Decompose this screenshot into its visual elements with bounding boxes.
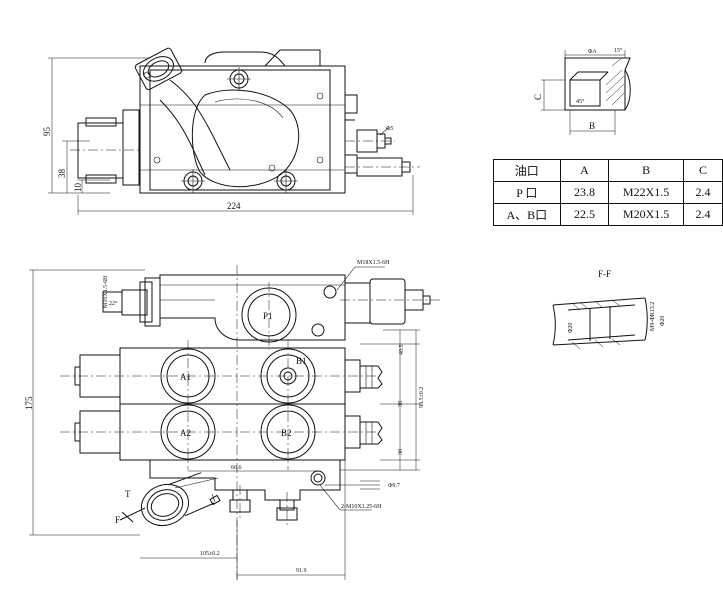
- table-header-row: 油口 A B C: [493, 159, 723, 182]
- dim-38-front: 38: [398, 401, 404, 407]
- ff-label-left: Φ20: [568, 323, 574, 333]
- label-angle-bottom: 45°: [576, 98, 585, 105]
- port-p-label: P1: [263, 311, 273, 321]
- dim-224: 224: [227, 201, 241, 211]
- dim-95: 95: [42, 127, 52, 137]
- bolt-icon: [181, 169, 205, 193]
- port-b1-label: B1: [296, 356, 307, 366]
- dim-40-5: 40.5: [399, 345, 405, 356]
- table-cell: 22.5: [559, 203, 610, 226]
- angle-22: 22°: [109, 300, 118, 307]
- port-table: 油口 A B C P 口 23.8 M22X1.5 2.4 A、B口 22.5 …: [493, 159, 723, 226]
- table-cell: 2.4: [682, 203, 723, 226]
- thread-label: Φ5: [386, 126, 393, 132]
- label-b: B: [589, 121, 595, 131]
- label-angle-top: 15°: [614, 47, 623, 54]
- table-cell: P 口: [493, 181, 561, 204]
- table-cell: 23.8: [559, 181, 610, 204]
- label-c: C: [533, 94, 543, 100]
- section-ff: F-F Φ20 M9-ΦR13.2 Φ20: [552, 269, 666, 350]
- dim-175: 175: [24, 396, 34, 410]
- ff-label-right-2: Φ20: [660, 316, 666, 326]
- table-header-cell: A: [559, 159, 610, 182]
- table-cell: M20X1.5: [608, 203, 684, 226]
- port-a2-label: A2: [180, 428, 191, 438]
- ff-label-right-1: M9-ΦR13.2: [650, 302, 656, 331]
- table-header-cell: 油口: [493, 159, 561, 182]
- table-header-cell: B: [608, 159, 684, 182]
- dim-98-5: 98.5±0.2: [419, 387, 425, 408]
- dim-10: 10: [73, 183, 83, 193]
- dim-105: 105±0.2: [200, 551, 220, 557]
- bolt-icon: [274, 169, 298, 193]
- port-b2-label: B2: [281, 428, 292, 438]
- top-view: 95 38 10 224: [42, 47, 420, 215]
- label-f: F: [115, 515, 120, 525]
- table-cell: M22X1.5: [608, 181, 684, 204]
- detail-c: ΦA 15° 45° C B: [533, 47, 631, 135]
- table-cell: A、B口: [493, 203, 561, 226]
- dim-9-7: Φ9.7: [388, 483, 400, 489]
- table-cell: 2.4: [682, 181, 723, 204]
- label-t: T: [125, 489, 131, 499]
- dim-66-6: 66.6: [231, 465, 242, 471]
- note-left: M10X1.5-6H: [103, 275, 109, 308]
- note-top: M18X1.5-6H: [357, 260, 390, 266]
- note-bottom: 2-M10X1.25-6H: [341, 504, 382, 510]
- dim-38: 38: [57, 169, 67, 179]
- dim-91-9: 91.9: [296, 568, 307, 574]
- port-a1-label: A1: [180, 372, 191, 382]
- bolt-icon: [227, 67, 251, 91]
- table-header-cell: C: [682, 159, 723, 182]
- label-phi-a: ΦA: [588, 49, 597, 55]
- table-row: P 口 23.8 M22X1.5 2.4: [493, 181, 723, 204]
- section-ff-title: F-F: [598, 269, 611, 279]
- table-row: A、B口 22.5 M20X1.5 2.4: [493, 203, 723, 226]
- front-view: 175 P1 22° M10X1.5-6H M18X1.5-6H A1: [24, 260, 440, 580]
- dim-30: 30: [398, 449, 404, 455]
